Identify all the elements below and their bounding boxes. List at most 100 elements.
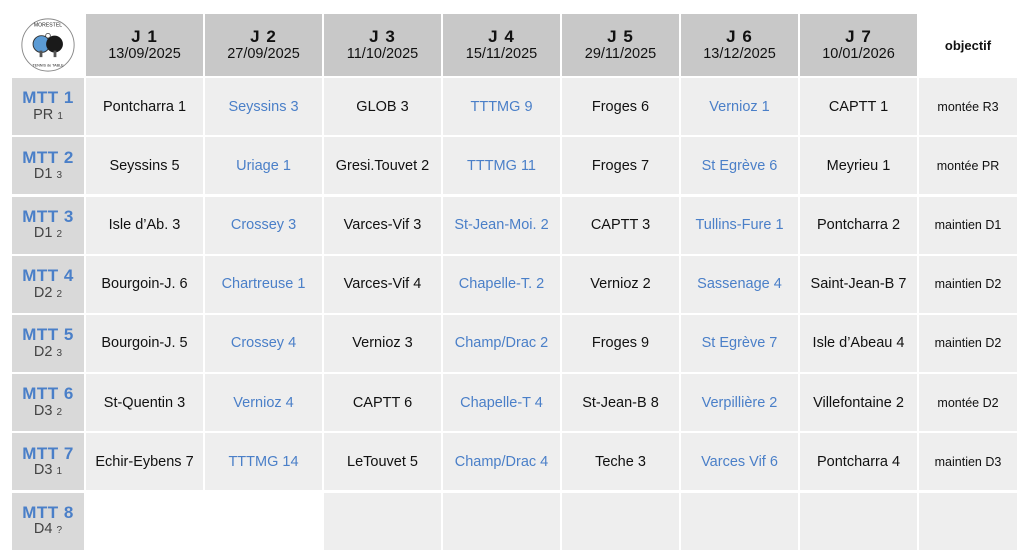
match-cell: Vernioz 2 xyxy=(562,255,679,313)
match-cell: CAPTT 1 xyxy=(800,78,917,136)
round-label: J 5 xyxy=(607,26,634,46)
match-cell: CAPTT 3 xyxy=(562,196,679,254)
match-cell: Echir-Eybens 7 xyxy=(86,433,203,491)
level-label: D1 xyxy=(33,225,53,242)
match-cell: TTTMG 9 xyxy=(443,78,560,136)
match-cell: Gresi.Touvet 2 xyxy=(324,137,441,195)
match-cell: Varces-Vif 4 xyxy=(324,255,441,313)
objectif-cell: maintien D1 xyxy=(919,196,1017,254)
match-cell: Tullins-Fure 1 xyxy=(681,196,798,254)
match-cell: St-Jean-B 8 xyxy=(562,374,679,432)
team-level: D1 2 xyxy=(34,226,62,242)
objectif-cell: maintien D3 xyxy=(919,433,1017,491)
match-cell: Isle d’Abeau 4 xyxy=(800,315,917,372)
round-date: 13/12/2025 xyxy=(703,46,776,63)
level-pool-number: 3 xyxy=(56,347,63,359)
match-cell: Chapelle-T. 2 xyxy=(443,255,560,313)
objectif-cell xyxy=(919,492,1017,550)
svg-text:TENNIS de TABLE: TENNIS de TABLE xyxy=(32,63,64,67)
round-date: 29/11/2025 xyxy=(584,46,657,63)
round-date: 27/09/2025 xyxy=(227,46,300,63)
match-cell: Pontcharra 2 xyxy=(800,196,917,254)
level-pool-number: 2 xyxy=(56,407,63,419)
match-cell: Froges 6 xyxy=(562,78,679,136)
match-cell xyxy=(800,492,917,550)
team-name: MTT 1 xyxy=(22,88,74,108)
round-date: 10/01/2026 xyxy=(822,46,895,63)
match-cell: Pontcharra 4 xyxy=(800,433,917,491)
team-name: MTT 4 xyxy=(22,265,74,285)
match-cell: Bourgoin-J. 6 xyxy=(86,255,203,313)
level-pool-number: 1 xyxy=(57,111,63,123)
match-cell: Chapelle-T 4 xyxy=(443,374,560,432)
team-name: MTT 3 xyxy=(22,206,74,226)
level-label: D1 xyxy=(33,166,53,183)
team-level: D4 ? xyxy=(34,521,63,538)
round-label: J 1 xyxy=(131,26,158,46)
team-level: D3 1 xyxy=(34,462,63,479)
level-pool-number: ? xyxy=(56,525,63,537)
match-cell: Verpillière 2 xyxy=(681,374,798,432)
team-level: D2 3 xyxy=(33,343,63,361)
match-cell: Crossey 4 xyxy=(205,315,322,372)
level-pool-number: 1 xyxy=(56,466,63,478)
team-name: MTT 7 xyxy=(22,443,74,463)
match-cell xyxy=(681,492,798,550)
match-cell: Isle d’Ab. 3 xyxy=(86,196,203,254)
team-name: MTT 2 xyxy=(22,147,74,167)
match-cell xyxy=(443,492,560,550)
round-label: J 6 xyxy=(726,26,753,46)
match-cell: Villefontaine 2 xyxy=(800,374,917,432)
level-label: D2 xyxy=(33,343,53,360)
objectif-cell: montée D2 xyxy=(919,374,1017,432)
match-cell: Vernioz 3 xyxy=(324,315,441,372)
match-cell: Vernioz 1 xyxy=(681,78,798,136)
match-cell: Froges 7 xyxy=(562,137,679,195)
level-pool-number: 3 xyxy=(56,170,63,182)
match-cell: Chartreuse 1 xyxy=(205,255,322,313)
match-cell: St Egrève 7 xyxy=(681,315,798,372)
match-cell: St-Jean-Moi. 2 xyxy=(443,196,560,254)
team-level: PR 1 xyxy=(33,107,63,124)
match-cell: St-Quentin 3 xyxy=(86,374,203,432)
objectif-header: objectif xyxy=(919,14,1017,76)
match-cell: Saint-Jean-B 7 xyxy=(800,255,917,313)
round-label: J 4 xyxy=(488,26,515,46)
team-level: D2 2 xyxy=(34,285,62,302)
round-date: 13/09/2025 xyxy=(108,46,181,63)
match-cell: GLOB 3 xyxy=(324,78,441,136)
match-cell: Seyssins 3 xyxy=(205,78,322,136)
match-cell: LeTouvet 5 xyxy=(324,433,441,491)
team-level: D3 2 xyxy=(34,403,63,420)
match-cell: CAPTT 6 xyxy=(324,374,441,432)
match-cell: Meyrieu 1 xyxy=(800,137,917,195)
match-cell: Seyssins 5 xyxy=(86,137,203,195)
club-logo: MORESTEL TENNIS de TABLE xyxy=(12,14,84,76)
team-name: MTT 5 xyxy=(22,325,74,345)
team-name: MTT 8 xyxy=(22,502,74,522)
match-cell: Champ/Drac 2 xyxy=(443,315,560,372)
ping-pong-logo-icon: MORESTEL TENNIS de TABLE xyxy=(21,18,75,72)
match-cell: Pontcharra 1 xyxy=(86,78,203,136)
match-cell: Crossey 3 xyxy=(205,196,322,254)
objectif-cell: montée PR xyxy=(919,137,1017,195)
objectif-cell: maintien D2 xyxy=(919,255,1017,313)
match-cell xyxy=(86,492,203,550)
match-cell: TTTMG 11 xyxy=(443,137,560,195)
match-cell: TTTMG 14 xyxy=(205,433,322,491)
match-cell: Froges 9 xyxy=(562,315,679,372)
